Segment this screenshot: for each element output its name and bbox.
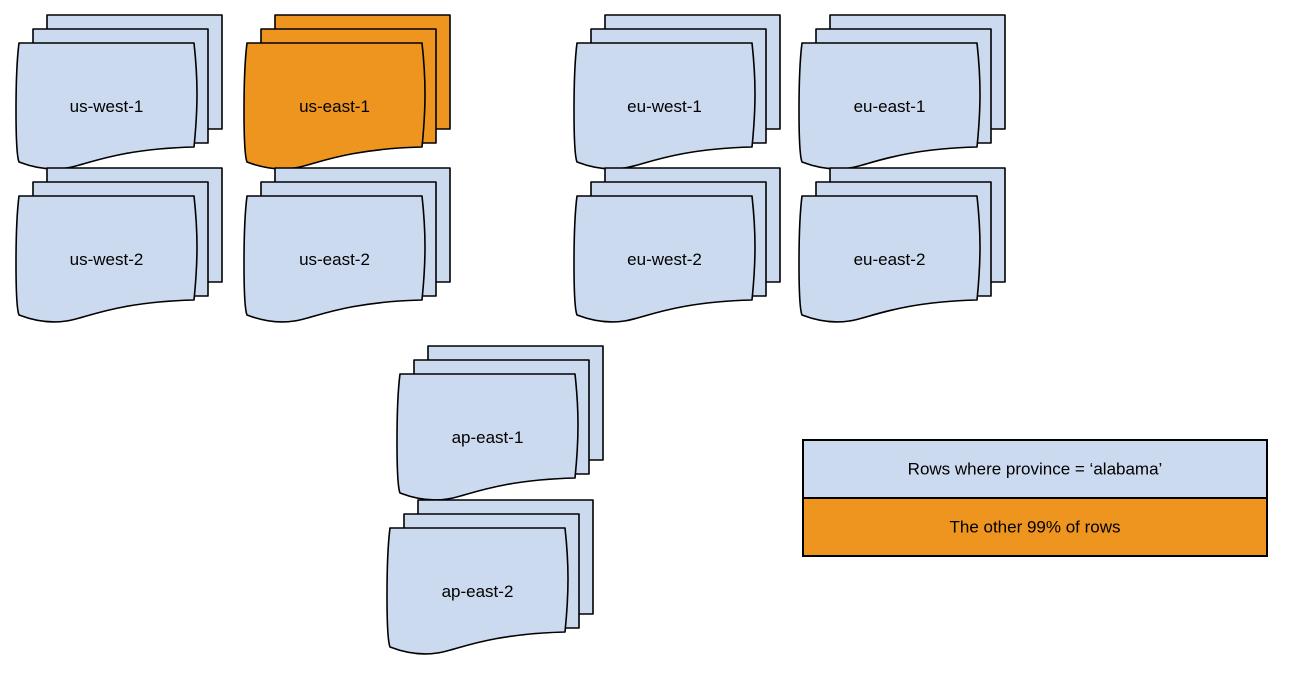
stack-label: eu-east-1 [854,97,926,116]
document-stack-eu-west-2[interactable]: eu-west-2 [573,167,781,323]
stack-front-sheet [386,527,569,655]
stack-label: us-east-2 [299,250,370,269]
stack-front-sheet [573,42,756,170]
stack-front-sheet [798,195,981,323]
stack-front-sheet [243,195,426,323]
stack-label: eu-west-1 [627,97,702,116]
stack-front-sheet [396,373,579,501]
document-stack-eu-east-1[interactable]: eu-east-1 [798,14,1006,170]
stack-label: eu-east-2 [854,250,926,269]
stack-front-sheet [15,195,198,323]
document-stack-us-west-1[interactable]: us-west-1 [15,14,223,170]
stack-front-sheet [798,42,981,170]
document-stack-us-west-2[interactable]: us-west-2 [15,167,223,323]
stack-label: ap-east-1 [452,428,524,447]
stack-front-sheet [573,195,756,323]
stack-front-sheet [15,42,198,170]
legend-swatch-orange-row [802,497,1268,557]
stack-label: eu-west-2 [627,250,702,269]
document-stack-us-east-2[interactable]: us-east-2 [243,167,451,323]
legend-label-orange-row: The other 99% of rows [949,517,1120,536]
stack-front-sheet [243,42,426,170]
legend-label-blue-row: Rows where province = ‘alabama’ [908,459,1163,478]
legend: Rows where province = ‘alabama’ The other… [802,439,1268,557]
document-stack-us-east-1[interactable]: us-east-1 [243,14,451,170]
document-stack-ap-east-2[interactable]: ap-east-2 [386,499,594,655]
document-stack-eu-east-2[interactable]: eu-east-2 [798,167,1006,323]
document-stack-eu-west-1[interactable]: eu-west-1 [573,14,781,170]
document-stack-ap-east-1[interactable]: ap-east-1 [396,345,604,501]
stack-label: us-west-1 [70,97,144,116]
stack-label: us-east-1 [299,97,370,116]
stack-label: us-west-2 [70,250,144,269]
stack-label: ap-east-2 [442,582,514,601]
